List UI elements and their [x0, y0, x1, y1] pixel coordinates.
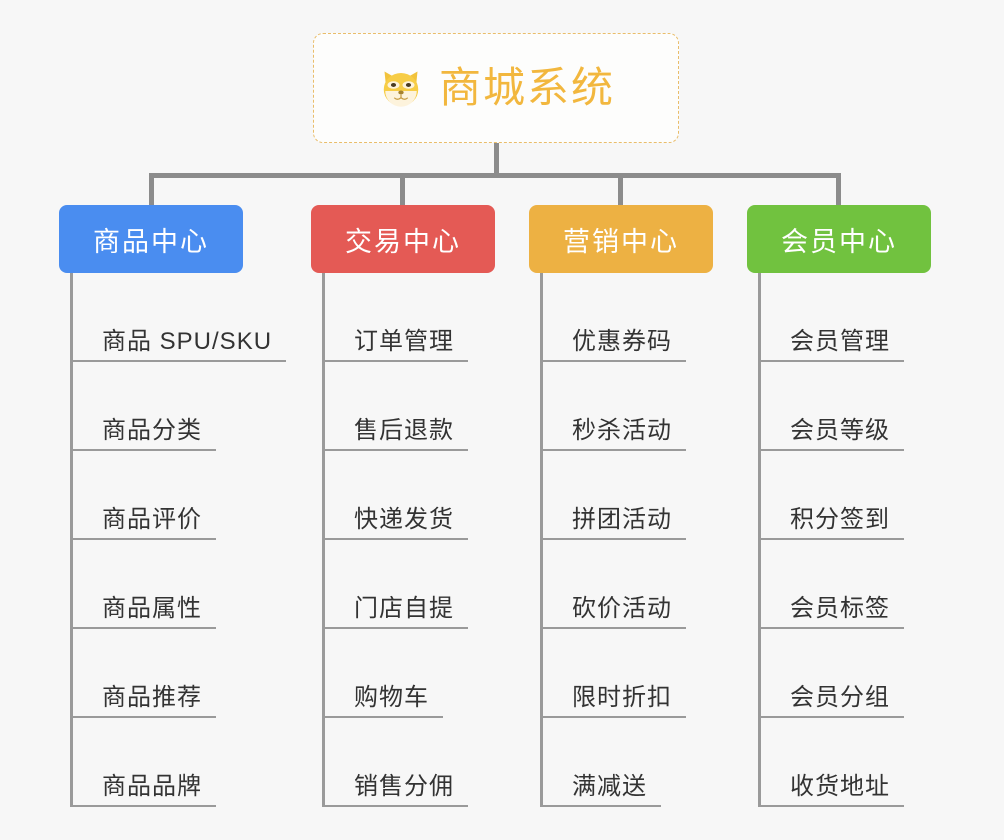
sub-item-rule: [543, 716, 686, 718]
sub-item-rule: [325, 805, 468, 807]
connector-root-stem: [494, 143, 499, 176]
sub-item-rule: [325, 716, 443, 718]
sub-item-list: 订单管理 售后退款 快递发货 门店自提 购物车 销售分佣: [322, 273, 531, 807]
root-node-mall-system[interactable]: 商城系统: [313, 33, 679, 143]
category-card-member-center[interactable]: 会员中心: [747, 205, 931, 273]
sub-item-rule: [73, 716, 216, 718]
sub-item-rule: [761, 627, 904, 629]
sub-item-label: 购物车: [354, 683, 429, 711]
shiba-dog-icon: [377, 64, 425, 112]
sub-item-label: 商品分类: [102, 416, 202, 444]
sub-item-list: 会员管理 会员等级 积分签到 会员标签 会员分组 收货地址: [758, 273, 962, 807]
connector-drop-2: [400, 173, 405, 207]
sub-item-label: 门店自提: [354, 594, 454, 622]
list-item[interactable]: 会员管理: [761, 273, 962, 362]
connector-horizontal-bus: [149, 173, 841, 178]
category-card-product-center[interactable]: 商品中心: [59, 205, 243, 273]
list-item[interactable]: 拼团活动: [543, 451, 744, 540]
list-item[interactable]: 商品评价: [73, 451, 309, 540]
list-item[interactable]: 满减送: [543, 718, 744, 807]
sub-item-rule: [73, 449, 216, 451]
sub-item-rule: [761, 805, 904, 807]
sub-item-label: 会员等级: [790, 416, 890, 444]
sub-item-rule: [73, 538, 216, 540]
sub-item-label: 会员标签: [790, 594, 890, 622]
sub-item-rule: [73, 805, 216, 807]
sub-item-rule: [325, 627, 468, 629]
branch-column-member-center: 会员中心 会员管理 会员等级 积分签到 会员标签 会员分组: [747, 205, 962, 807]
sub-item-label: 会员管理: [790, 327, 890, 355]
sub-item-label: 秒杀活动: [572, 416, 672, 444]
category-title: 营销中心: [563, 226, 679, 257]
list-item[interactable]: 砍价活动: [543, 540, 744, 629]
sub-item-rule: [73, 627, 216, 629]
sub-item-rule: [761, 449, 904, 451]
list-item[interactable]: 门店自提: [325, 540, 531, 629]
list-item[interactable]: 商品品牌: [73, 718, 309, 807]
list-item[interactable]: 优惠券码: [543, 273, 744, 362]
branch-column-marketing-center: 营销中心 优惠券码 秒杀活动 拼团活动 砍价活动 限时折扣: [529, 205, 744, 807]
sub-item-label: 售后退款: [354, 416, 454, 444]
root-node-title: 商城系统: [438, 64, 615, 111]
sub-item-rule: [761, 538, 904, 540]
category-title: 交易中心: [345, 226, 461, 257]
list-item[interactable]: 购物车: [325, 629, 531, 718]
sub-item-rule: [325, 360, 468, 362]
sub-item-rule: [325, 538, 468, 540]
connector-drop-3: [618, 173, 623, 207]
sub-item-label: 订单管理: [354, 327, 454, 355]
branch-column-trade-center: 交易中心 订单管理 售后退款 快递发货 门店自提 购物车: [311, 205, 531, 807]
sub-item-label: 拼团活动: [572, 505, 672, 533]
sub-item-list: 优惠券码 秒杀活动 拼团活动 砍价活动 限时折扣 满减送: [540, 273, 744, 807]
sub-item-rule: [761, 716, 904, 718]
category-card-trade-center[interactable]: 交易中心: [311, 205, 495, 273]
sub-item-label: 商品品牌: [102, 772, 202, 800]
list-item[interactable]: 限时折扣: [543, 629, 744, 718]
sub-item-label: 收货地址: [790, 772, 890, 800]
list-item[interactable]: 会员等级: [761, 362, 962, 451]
sub-item-label: 满减送: [572, 772, 647, 800]
list-item[interactable]: 收货地址: [761, 718, 962, 807]
list-item[interactable]: 售后退款: [325, 362, 531, 451]
sub-item-list: 商品 SPU/SKU 商品分类 商品评价 商品属性 商品推荐 商品品牌: [70, 273, 309, 807]
sub-item-label: 优惠券码: [572, 327, 672, 355]
category-title: 商品中心: [93, 226, 209, 257]
list-item[interactable]: 商品分类: [73, 362, 309, 451]
connector-drop-4: [836, 173, 841, 207]
sub-item-label: 砍价活动: [572, 594, 672, 622]
sub-item-rule: [543, 627, 686, 629]
list-item[interactable]: 商品属性: [73, 540, 309, 629]
sub-item-rule: [543, 449, 686, 451]
branch-column-product-center: 商品中心 商品 SPU/SKU 商品分类 商品评价 商品属性 商品推荐: [59, 205, 309, 807]
connector-drop-1: [149, 173, 154, 207]
sub-item-label: 积分签到: [790, 505, 890, 533]
sub-item-label: 快递发货: [354, 505, 454, 533]
category-title: 会员中心: [781, 226, 897, 257]
sub-item-rule: [325, 449, 468, 451]
list-item[interactable]: 商品推荐: [73, 629, 309, 718]
category-card-marketing-center[interactable]: 营销中心: [529, 205, 713, 273]
sub-item-label: 限时折扣: [572, 683, 672, 711]
sub-item-label: 商品推荐: [102, 683, 202, 711]
sub-item-rule: [543, 360, 686, 362]
sub-item-rule: [761, 360, 904, 362]
list-item[interactable]: 会员分组: [761, 629, 962, 718]
sub-item-rule: [73, 360, 286, 362]
sub-item-label: 商品 SPU/SKU: [102, 327, 273, 355]
list-item[interactable]: 积分签到: [761, 451, 962, 540]
sub-item-rule: [543, 538, 686, 540]
sub-item-label: 商品评价: [102, 505, 202, 533]
list-item[interactable]: 商品 SPU/SKU: [73, 273, 309, 362]
sub-item-label: 会员分组: [790, 683, 890, 711]
sub-item-label: 销售分佣: [354, 772, 454, 800]
list-item[interactable]: 快递发货: [325, 451, 531, 540]
sub-item-rule: [543, 805, 661, 807]
list-item[interactable]: 秒杀活动: [543, 362, 744, 451]
list-item[interactable]: 销售分佣: [325, 718, 531, 807]
list-item[interactable]: 订单管理: [325, 273, 531, 362]
sub-item-label: 商品属性: [102, 594, 202, 622]
list-item[interactable]: 会员标签: [761, 540, 962, 629]
